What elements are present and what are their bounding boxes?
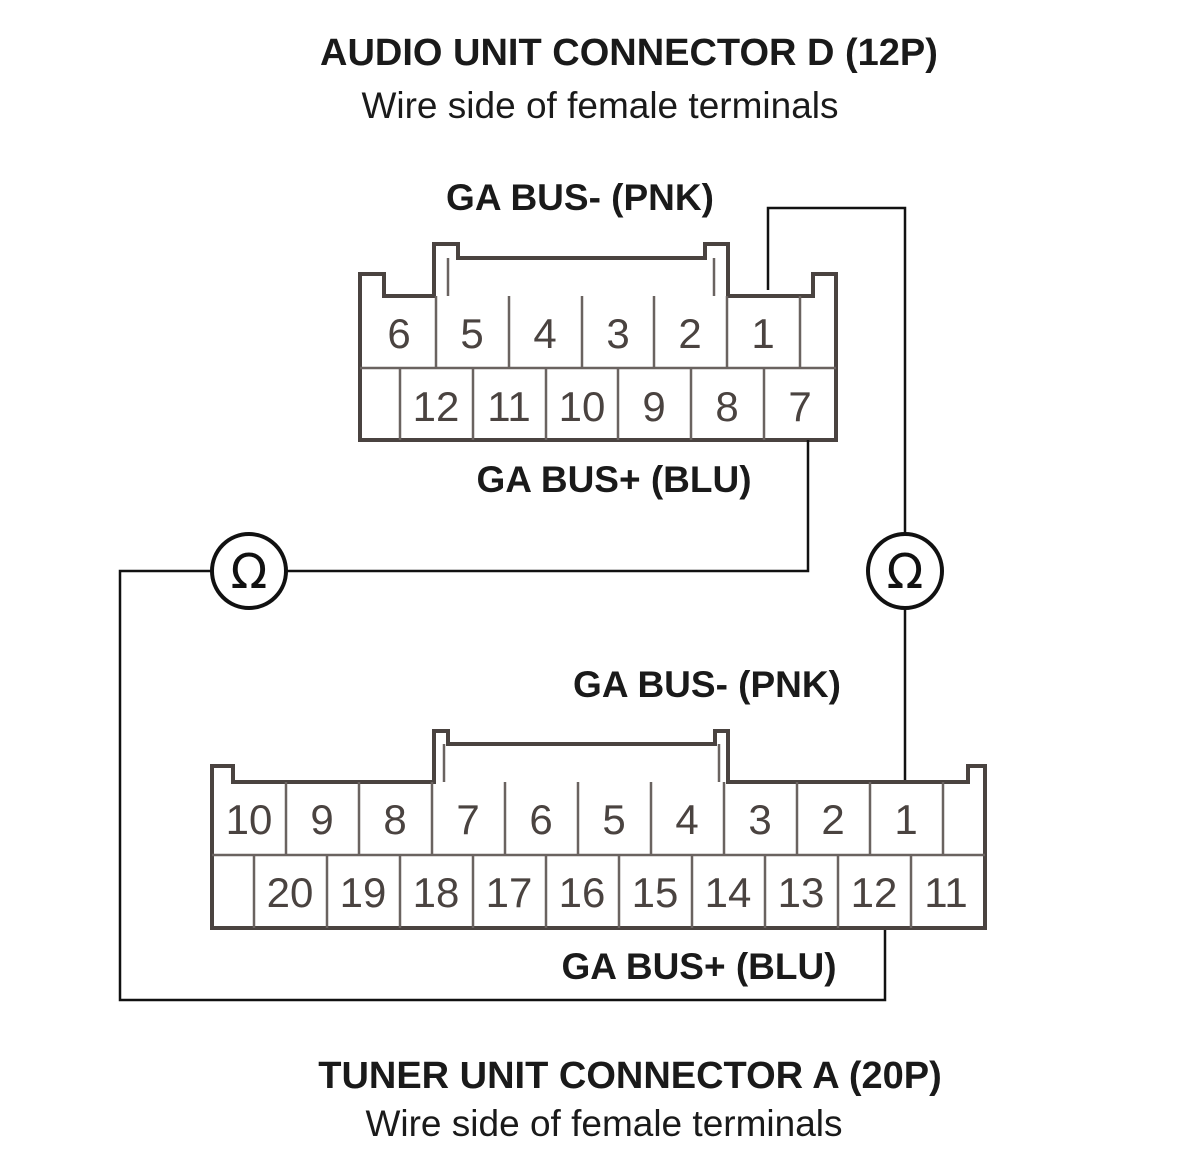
tuner-pin: 11 — [924, 869, 968, 916]
tuner-connector-20p: 10 9 8 7 6 5 4 3 2 1 20 19 18 17 16 15 1… — [210, 729, 987, 930]
audio-connector-subtitle: Wire side of female terminals — [361, 85, 838, 126]
tuner-pin: 5 — [602, 796, 625, 843]
tuner-pin: 4 — [675, 796, 698, 843]
audio-connector-12p: 6 5 4 3 2 1 12 11 10 9 8 7 — [358, 242, 838, 442]
tuner-ga-bus-plus-label: GA BUS+ (BLU) — [561, 946, 836, 987]
ga-bus-minus-wire — [766, 206, 907, 533]
audio-ga-bus-minus-label: GA BUS- (PNK) — [446, 177, 714, 218]
tuner-pin: 1 — [894, 796, 917, 843]
tuner-pin: 19 — [340, 869, 387, 916]
tuner-pin: 2 — [821, 796, 844, 843]
audio-ga-bus-plus-label: GA BUS+ (BLU) — [476, 459, 751, 500]
ohmmeter-icon: Ω — [887, 544, 924, 600]
tuner-pin: 17 — [486, 869, 533, 916]
ohmmeter-icon: Ω — [231, 544, 268, 600]
audio-pin: 6 — [387, 310, 410, 357]
ga-bus-plus-wire — [118, 569, 887, 1002]
audio-pin: 11 — [487, 383, 531, 430]
tuner-connector-subtitle: Wire side of female terminals — [365, 1103, 842, 1144]
audio-pin: 7 — [788, 383, 811, 430]
audio-pin: 10 — [559, 383, 606, 430]
tuner-connector-title: TUNER UNIT CONNECTOR A (20P) — [318, 1055, 942, 1097]
tuner-pin: 10 — [226, 796, 273, 843]
tuner-pin: 3 — [748, 796, 771, 843]
tuner-pin: 13 — [778, 869, 825, 916]
audio-pin: 1 — [751, 310, 774, 357]
tuner-pin: 15 — [632, 869, 679, 916]
tuner-pin: 7 — [456, 796, 479, 843]
ga-bus-plus-wire — [287, 440, 810, 573]
audio-pin: 3 — [606, 310, 629, 357]
tuner-pin: 16 — [559, 869, 606, 916]
tuner-pin: 14 — [705, 869, 752, 916]
tuner-pin: 9 — [310, 796, 333, 843]
audio-pin: 5 — [460, 310, 483, 357]
audio-pin: 12 — [413, 383, 460, 430]
audio-pin: 2 — [678, 310, 701, 357]
ohmmeter-left: Ω — [210, 532, 288, 610]
tuner-pin: 20 — [267, 869, 314, 916]
tuner-pin: 18 — [413, 869, 460, 916]
audio-pin: 9 — [642, 383, 665, 430]
tuner-pin: 8 — [383, 796, 406, 843]
ohmmeter-right: Ω — [866, 532, 944, 610]
tuner-pin: 12 — [851, 869, 898, 916]
tuner-ga-bus-minus-label: GA BUS- (PNK) — [573, 664, 841, 705]
audio-pin: 8 — [715, 383, 738, 430]
tuner-pin: 6 — [529, 796, 552, 843]
audio-connector-title: AUDIO UNIT CONNECTOR D (12P) — [320, 32, 938, 74]
audio-pin: 4 — [533, 310, 556, 357]
